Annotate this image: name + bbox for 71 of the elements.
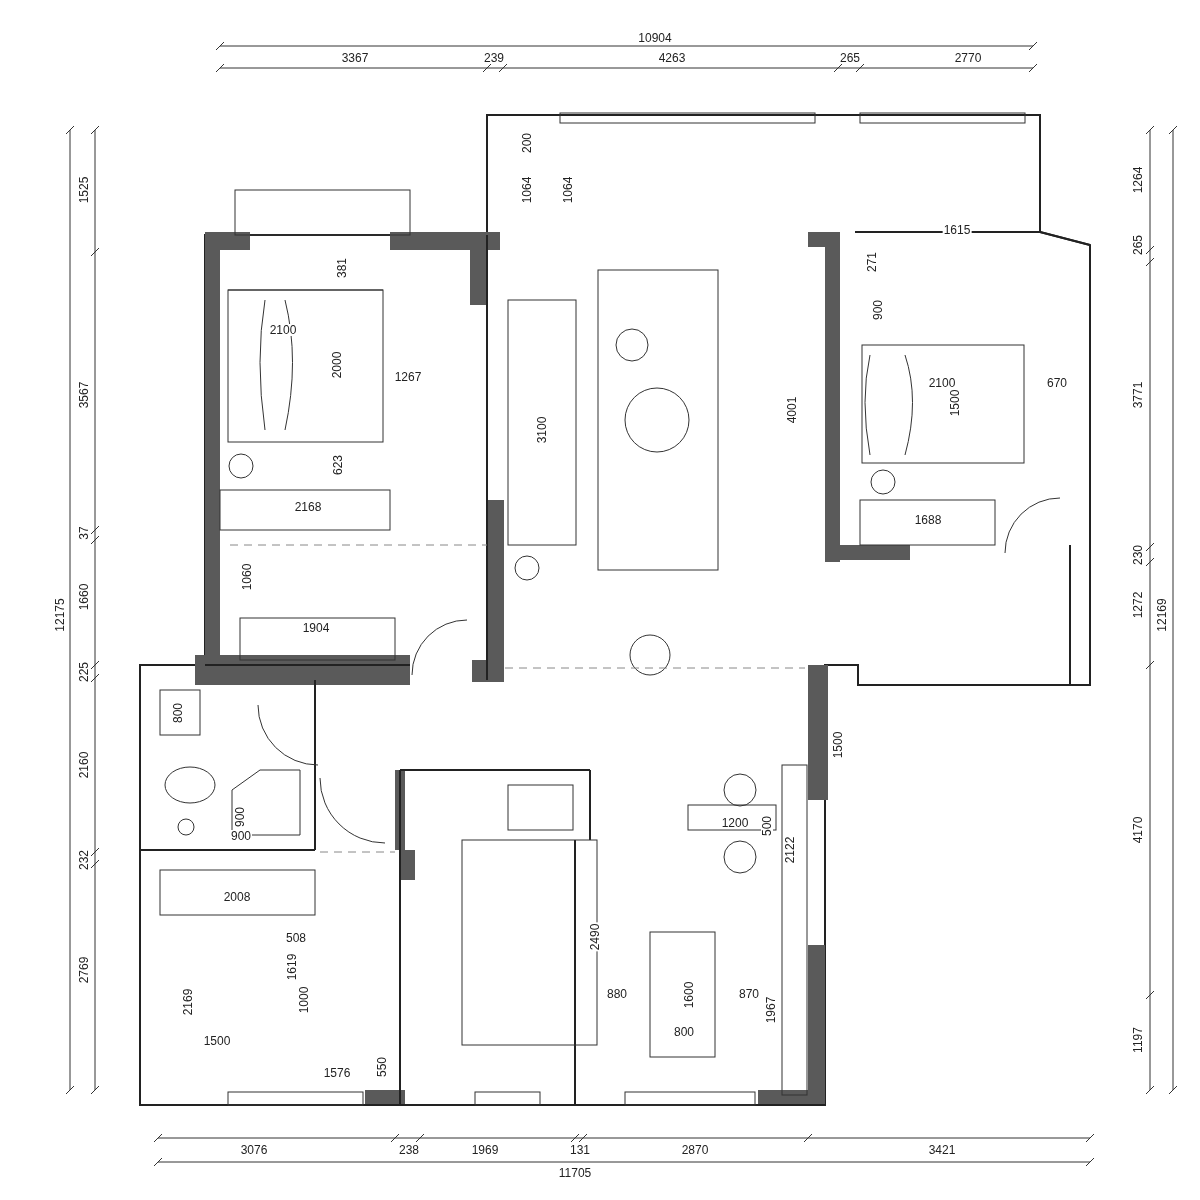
dimension-label: 870	[738, 988, 760, 1000]
dimension-label: 1525	[78, 175, 90, 205]
dimension-label: 271	[866, 251, 878, 273]
dimension-label: 1064	[562, 175, 574, 205]
dimension-label: 2100	[927, 377, 957, 389]
dimension-label: 265	[1132, 234, 1144, 256]
dimension-label: 3421	[927, 1144, 957, 1156]
dimension-label: 1500	[202, 1035, 232, 1047]
dimension-label: 4001	[786, 395, 798, 425]
dimension-label: 232	[78, 849, 90, 871]
dimension-label: 880	[606, 988, 628, 1000]
dimension-label: 2122	[784, 835, 796, 865]
dimension-label: 2770	[953, 52, 983, 64]
dimension-label: 2490	[589, 922, 601, 952]
dimension-label: 2870	[680, 1144, 710, 1156]
dimension-label: 2769	[78, 955, 90, 985]
dimension-label: 3367	[340, 52, 370, 64]
dimension-label: 265	[839, 52, 861, 64]
dimension-label: 12169	[1156, 597, 1168, 633]
dimension-label: 200	[521, 132, 533, 154]
dimension-label: 3100	[536, 415, 548, 445]
dimension-label: 500	[761, 815, 773, 837]
dimension-label: 1264	[1132, 165, 1144, 195]
dimension-label: 1600	[683, 980, 695, 1010]
dimension-label: 900	[230, 830, 252, 842]
dimension-label: 238	[398, 1144, 420, 1156]
dimension-label: 1688	[913, 514, 943, 526]
dimension-label: 1267	[393, 371, 423, 383]
dimension-label: 381	[336, 257, 348, 279]
dimension-label: 131	[569, 1144, 591, 1156]
dimension-label: 1200	[720, 817, 750, 829]
dimension-label: 2008	[222, 891, 252, 903]
dimension-label: 1615	[942, 224, 972, 236]
dimension-label: 3771	[1132, 380, 1144, 410]
dimension-label: 1969	[470, 1144, 500, 1156]
dimension-label: 1967	[765, 995, 777, 1025]
dimension-label: 1064	[521, 175, 533, 205]
dimension-label: 1060	[241, 562, 253, 592]
dimension-label: 1000	[298, 985, 310, 1015]
dimension-label: 230	[1132, 544, 1144, 566]
dimension-label: 800	[172, 702, 184, 724]
dimension-label: 2000	[331, 350, 343, 380]
dimension-label: 670	[1046, 377, 1068, 389]
dimension-label: 10904	[637, 32, 673, 44]
dimension-label: 239	[483, 52, 505, 64]
dimension-label: 1500	[949, 388, 961, 418]
dimension-label: 1272	[1132, 590, 1144, 620]
dimension-label: 900	[234, 806, 246, 828]
dimension-label: 11705	[557, 1167, 593, 1179]
dimension-label: 900	[872, 299, 884, 321]
dimension-label: 508	[285, 932, 307, 944]
dimension-label: 1197	[1132, 1026, 1144, 1054]
dimension-label: 225	[78, 661, 90, 683]
dimension-label: 623	[332, 454, 344, 476]
dimension-label: 4170	[1132, 815, 1144, 845]
dimension-label: 12175	[54, 597, 66, 633]
dimension-label: 37	[78, 525, 90, 541]
dimension-label: 1500	[832, 730, 844, 760]
dimension-label: 2168	[293, 501, 323, 513]
dimension-label: 3567	[78, 380, 90, 410]
dimension-label: 1576	[322, 1067, 352, 1079]
dimension-label: 2100	[268, 324, 298, 336]
dimension-label: 800	[673, 1026, 695, 1038]
dimension-label: 2169	[182, 987, 194, 1017]
dimension-label: 550	[376, 1056, 388, 1078]
dimension-label: 2160	[78, 750, 90, 780]
dimension-label: 3076	[239, 1144, 269, 1156]
dimension-label: 1904	[301, 622, 331, 634]
dimension-label: 4263	[657, 52, 687, 64]
dimension-label: 1619	[286, 952, 298, 982]
dimension-label: 1660	[78, 582, 90, 612]
